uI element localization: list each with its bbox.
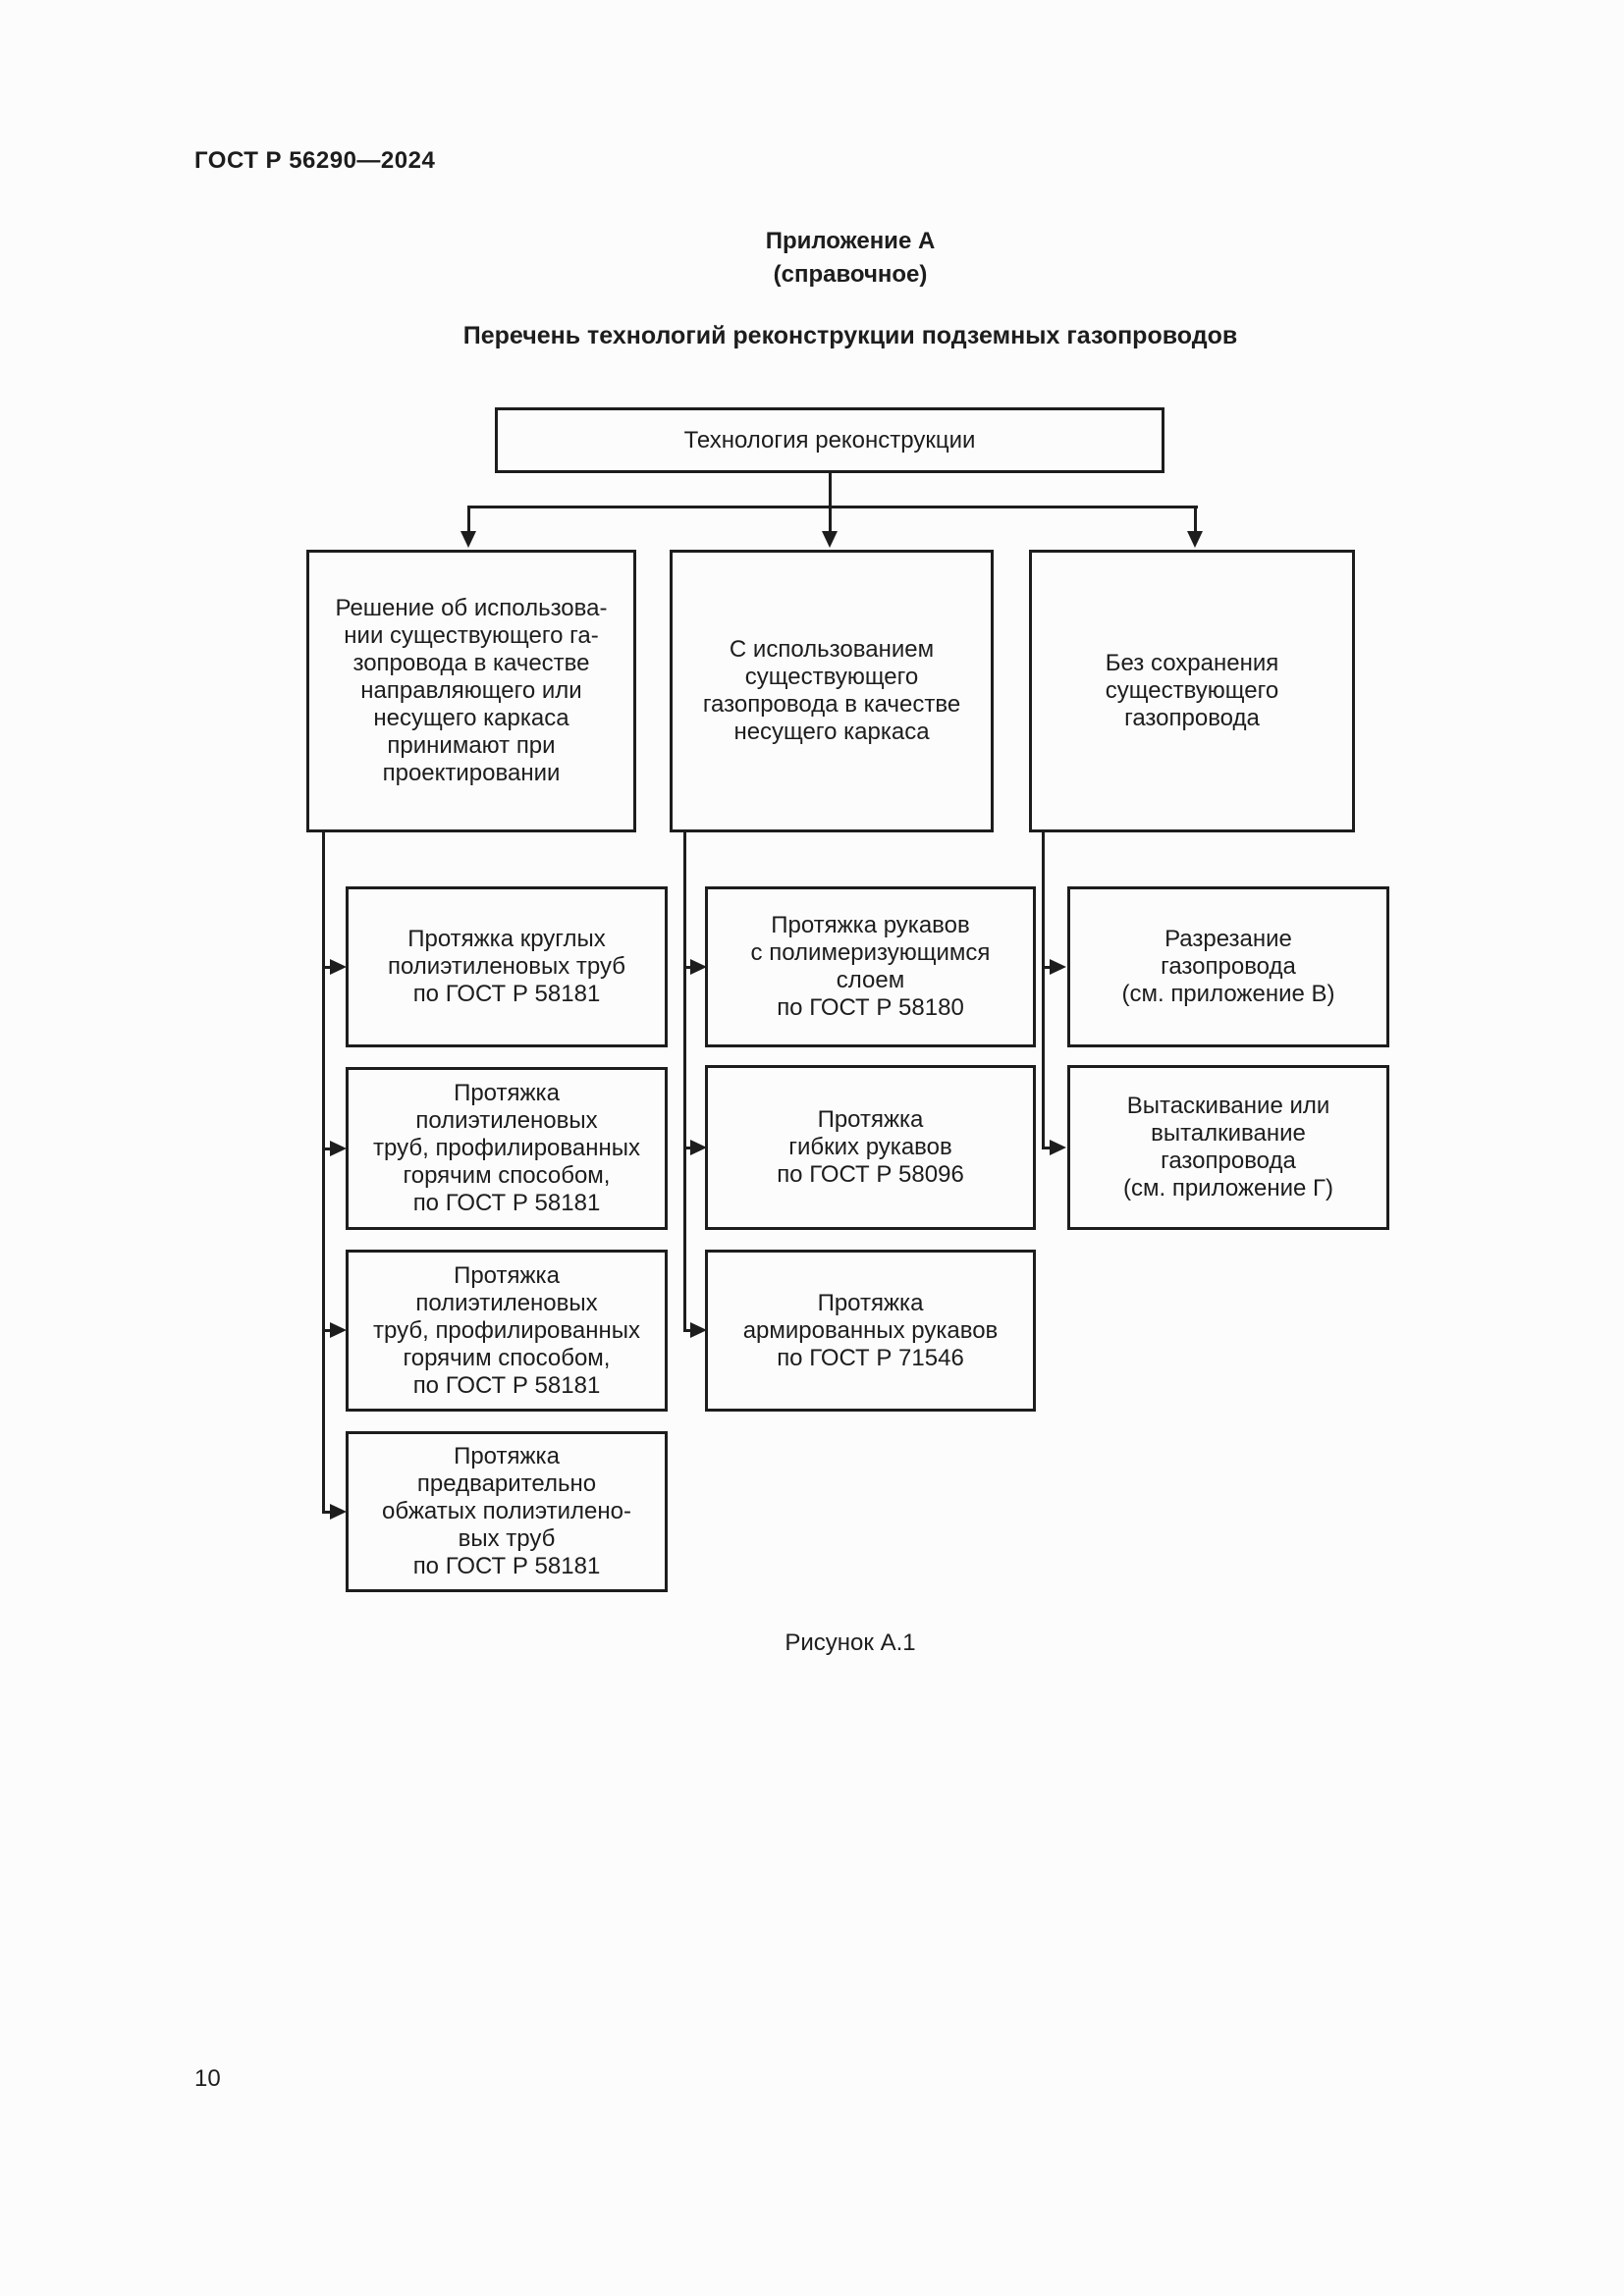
arrow-down-branch3-icon — [1187, 531, 1203, 548]
arrow-right-col1-child2-icon — [330, 1141, 347, 1156]
arrow-right-col3-child2-icon — [1050, 1140, 1066, 1155]
connector-column1-stub-1 — [322, 966, 332, 969]
connector-column1-stub-2 — [322, 1148, 332, 1150]
connector-column2-stub-1 — [683, 966, 693, 969]
arrow-down-branch2-icon — [822, 531, 838, 548]
connector-column2-stub-3 — [683, 1329, 693, 1332]
arrow-down-branch1-icon — [460, 531, 476, 548]
flow-node-col3-child-1: Разрезание газопровода (см. приложение В… — [1067, 886, 1389, 1047]
arrow-right-col1-child1-icon — [330, 959, 347, 975]
figure-caption: Рисунок А.1 — [785, 1629, 916, 1656]
arrow-right-col2-child3-icon — [690, 1322, 707, 1338]
flow-node-branch-3: Без сохранения существующего газопровода — [1029, 550, 1355, 832]
connector-column3-stub-2 — [1042, 1147, 1052, 1149]
flow-node-col2-child-3: Протяжка армированных рукавов по ГОСТ Р … — [705, 1250, 1036, 1412]
flow-node-col3-child-2: Вытаскивание или выталкивание газопровод… — [1067, 1065, 1389, 1230]
document-header: ГОСТ Р 56290—2024 — [194, 147, 436, 174]
flow-node-col2-child-2: Протяжка гибких рукавов по ГОСТ Р 58096 — [705, 1065, 1036, 1230]
connector-column3-rail — [1042, 829, 1045, 1149]
flow-node-col2-child-1: Протяжка рукавов с полимеризующимся слое… — [705, 886, 1036, 1047]
flow-node-branch-2: С использованием существующего газопрово… — [670, 550, 994, 832]
connector-branch3-drop — [1194, 506, 1197, 535]
arrow-right-col2-child2-icon — [690, 1140, 707, 1155]
connector-column2-rail — [683, 829, 686, 1332]
connector-column3-stub-1 — [1042, 966, 1052, 969]
connector-branch1-drop — [467, 506, 470, 535]
connector-branch2-drop — [829, 506, 832, 535]
connector-root-stem — [829, 470, 832, 507]
page-number: 10 — [194, 2065, 221, 2092]
flow-node-root: Технология реконструкции — [495, 407, 1164, 473]
connector-column1-stub-4 — [322, 1511, 332, 1514]
appendix-title: Перечень технологий реконструкции подзем… — [462, 322, 1238, 349]
connector-column2-stub-2 — [683, 1147, 693, 1149]
arrow-right-col2-child1-icon — [690, 959, 707, 975]
flow-node-col1-child-4: Протяжка предварительно обжатых полиэтил… — [346, 1431, 668, 1592]
flow-node-col1-child-1: Протяжка круглых полиэтиленовых труб по … — [346, 886, 668, 1047]
connector-root-rail — [467, 506, 1198, 508]
connector-column1-stub-3 — [322, 1329, 332, 1332]
arrow-right-col1-child3-icon — [330, 1322, 347, 1338]
flow-node-branch-1: Решение об использова- нии существующего… — [306, 550, 636, 832]
arrow-right-col1-child4-icon — [330, 1504, 347, 1520]
connector-column1-rail — [322, 829, 325, 1514]
flow-node-col1-child-2: Протяжка полиэтиленовых труб, профилиров… — [346, 1067, 668, 1230]
arrow-right-col3-child1-icon — [1050, 959, 1066, 975]
flow-node-col1-child-3: Протяжка полиэтиленовых труб, профилиров… — [346, 1250, 668, 1412]
appendix-label: Приложение А — [765, 228, 936, 254]
appendix-note: (справочное) — [773, 261, 928, 288]
